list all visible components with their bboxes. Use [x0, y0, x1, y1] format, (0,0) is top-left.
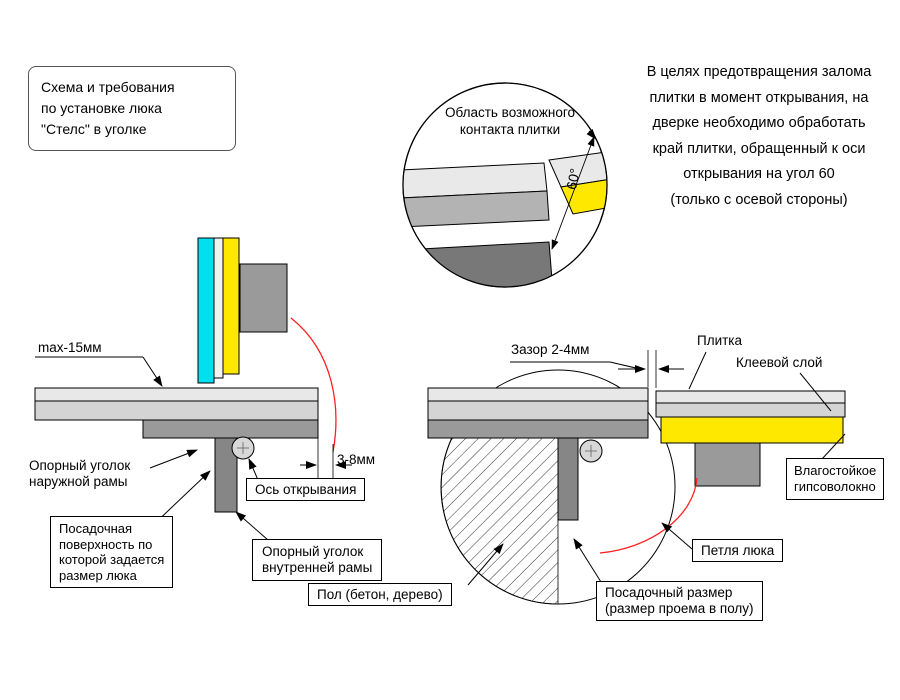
detail-frame-block — [403, 241, 554, 287]
left-section-drawing — [34, 237, 352, 541]
floor-hatched-section — [440, 437, 559, 605]
note-line-3: дверке необходимо обработать — [652, 115, 866, 131]
door-gvl-layer — [660, 416, 844, 444]
door-frame-block — [239, 263, 288, 333]
tile-layer-vertical — [197, 237, 215, 384]
bevel-angle-line — [551, 136, 595, 250]
left-leaders — [35, 356, 352, 541]
opening-size-label: Посадочный размер (размер проема в полу) — [596, 581, 763, 621]
title-line-1: Схема и требования — [41, 79, 175, 95]
inner-angle-label-line-2: внутренней рамы — [262, 560, 373, 575]
tile-label: Плитка — [697, 333, 743, 348]
right-inner-frame-angle — [557, 437, 579, 521]
detail-contact-label: Область возможного контакта плитки — [425, 104, 595, 138]
outer-angle-label-line-1: Опорный уголок — [29, 458, 131, 473]
glue-layer-label: Клеевой слой — [736, 355, 823, 370]
opening-size-line-2: (размер проема в полу) — [605, 601, 754, 616]
door-tile-top — [656, 391, 845, 403]
right-slab-top-layer — [428, 388, 648, 401]
opening-axis-label: Ось открывания — [246, 478, 366, 501]
gvl-label-line-2: гипсоволокно — [794, 479, 876, 494]
gvl-label-line-1: Влагостойкое — [794, 463, 877, 478]
detail-fixed-glue — [403, 190, 550, 228]
gvl-label: Влагостойкое гипсоволокно — [786, 458, 885, 500]
inner-angle-label-line-1: Опорный уголок — [262, 544, 364, 559]
max-gap-label: max-15мм — [38, 340, 102, 355]
seat-surface-line-1: Посадочная — [59, 521, 133, 536]
title-line-2: по установке люка — [41, 100, 162, 116]
detail-contact-label-line-2: контакта плитки — [459, 122, 561, 137]
inner-angle-label: Опорный уголок внутренней рамы — [252, 539, 383, 581]
note-line-5: открывания на угол 60 — [683, 166, 835, 182]
detail-circle-outline — [402, 82, 608, 288]
note-line-6: (только с осевой стороны) — [670, 191, 848, 208]
door-frame-block-right — [694, 442, 761, 487]
opening-size-line-1: Посадочный размер — [605, 585, 733, 600]
note-line-4: край плитки, обращенный к оси — [652, 140, 866, 157]
right-outer-frame-angle — [427, 419, 649, 439]
glue-layer-vertical — [213, 237, 224, 379]
title-line-3: "Стелс" в уголке — [41, 121, 147, 137]
note-line-2: плитки в момент открывания, на — [649, 89, 869, 106]
gvl-layer-vertical — [222, 237, 240, 375]
gap-3-8-label: 3-8мм — [337, 452, 376, 467]
inner-frame-angle — [214, 437, 238, 513]
title-box: Схема и требования по установке люка "Ст… — [28, 66, 236, 151]
right-leaders — [467, 350, 846, 586]
seat-surface-label: Посадочная поверхность по которой задает… — [50, 516, 174, 588]
bevel-angle-value: 60° — [563, 167, 583, 191]
note-line-1: В целях предотвращения залома — [646, 64, 872, 80]
floor-label: Пол (бетон, дерево) — [308, 583, 452, 606]
seat-surface-line-2: поверхность по — [59, 536, 153, 552]
seat-surface-line-4: размер люка — [59, 567, 137, 583]
note-paragraph: В целях предотвращения залома плитки в м… — [626, 60, 892, 213]
outer-frame-angle — [142, 419, 319, 439]
detail-label-leader — [586, 128, 597, 140]
right-section-drawing — [427, 350, 846, 605]
opening-trajectory-arc — [290, 317, 337, 453]
detail-contact-label-line-1: Область возможного — [444, 105, 576, 120]
hinge-label: Петля люка — [692, 539, 784, 562]
left-slab-top-layer — [35, 388, 318, 401]
seat-surface-line-3: которой задается — [59, 552, 165, 567]
outer-angle-label-line-2: наружной рамы — [29, 474, 128, 489]
gap-2-4-label: Зазор 2-4мм — [511, 342, 590, 357]
outer-angle-label: Опорный уголок наружной рамы — [29, 458, 130, 490]
